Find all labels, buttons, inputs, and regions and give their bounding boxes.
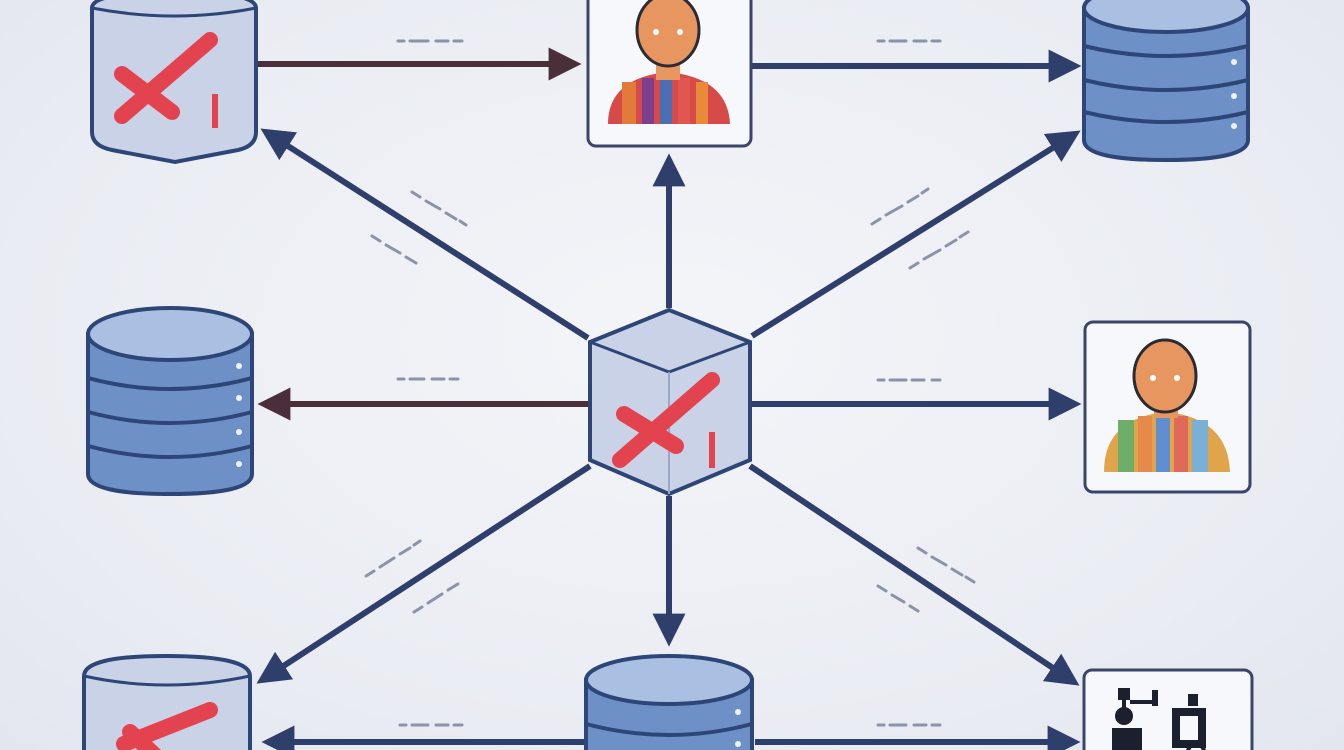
node-bottom-left[interactable] [82,653,252,750]
dash-mark-lower-right-diag [876,546,976,613]
connectors [256,47,1082,750]
server-cube-shape [82,653,252,750]
dash-mark-upper-right-diag [870,187,970,270]
database-icon [584,654,754,750]
dash-mark-lower-left-diag [364,539,460,614]
cube-error-icon [612,372,720,468]
database-icon [86,306,254,497]
edge-center-to-bottomright [748,463,1080,686]
cube-error-icon [116,702,218,750]
machinery-icon [1112,688,1206,750]
node-mid-right[interactable] [1083,320,1252,494]
user-avatar-icon [1104,338,1230,472]
dash-mark-upper-left-diag [370,190,468,265]
edge-center-to-topleft [260,128,590,341]
machine-card-frame [1082,668,1254,750]
node-mid-left[interactable] [86,306,254,497]
edge-center-to-bottomleft [256,463,592,684]
edge-label-dashes [364,39,976,727]
node-center[interactable] [588,307,752,497]
node-top-left[interactable] [90,0,258,165]
user-avatar-icon [608,0,730,124]
cube-error-icon [114,32,218,128]
node-top-center[interactable] [586,0,753,148]
node-bottom-right[interactable] [1082,668,1254,750]
database-icon [1082,0,1250,163]
node-top-right[interactable] [1082,0,1250,163]
node-bottom-center[interactable] [584,654,754,750]
edge-center-to-topright [750,130,1081,339]
